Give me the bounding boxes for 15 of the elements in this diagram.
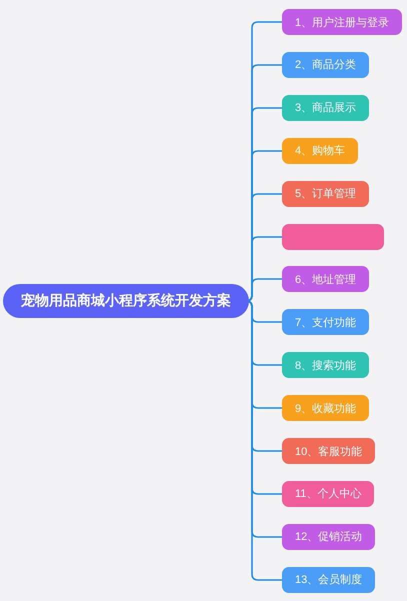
topic-box: 7、支付功能 [282, 309, 370, 336]
topic-box: 12、促销活动 [282, 524, 376, 550]
topic-box: 2、商品分类 [282, 52, 370, 78]
topic-box: 10、客服功能 [282, 438, 376, 464]
topic-box: 6、地址管理 [282, 266, 370, 292]
central-topic: 宠物用品商城小程序系统开发方案 [3, 284, 249, 318]
topic-box: 5、订单管理 [282, 180, 370, 207]
topic-box: 8、搜索功能 [282, 352, 370, 378]
topic-box: 1、用户注册与登录 [282, 9, 402, 35]
topic-box: 11、个人中心 [282, 480, 374, 507]
topic-box: 9、收藏功能 [282, 395, 370, 422]
topic-box: 3、商品展示 [282, 94, 370, 121]
topic-box: 13、会员制度 [282, 566, 376, 593]
topic-box [282, 224, 384, 250]
topic-box: 4、购物车 [282, 138, 358, 164]
